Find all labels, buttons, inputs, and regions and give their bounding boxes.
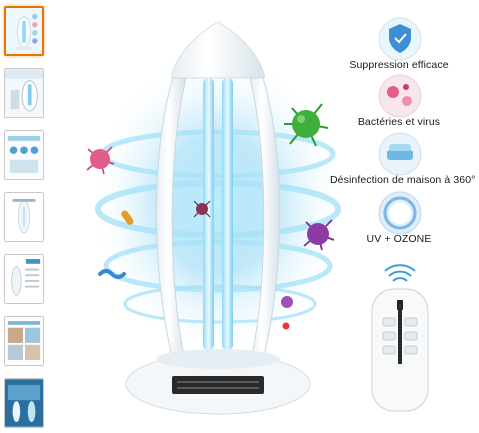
spec-thumbnail-icon xyxy=(5,255,43,303)
feature-disinfection: Désinfection de maison à 360° xyxy=(330,169,476,186)
green-virus-icon xyxy=(284,103,329,147)
feature-suppression: Suppression efficace xyxy=(340,54,458,71)
remote-control xyxy=(371,264,429,412)
features-thumbnail-icon xyxy=(5,131,43,179)
thumbnail-1[interactable] xyxy=(4,6,44,56)
small-purple-virus-icon xyxy=(281,296,293,330)
thumbnail-4[interactable] xyxy=(4,192,44,242)
thumbnail-7[interactable] xyxy=(4,378,44,428)
feature-uv-ozone: UV + OZONE xyxy=(340,228,458,245)
dark-virus-icon xyxy=(193,200,211,218)
pink-virus-icon xyxy=(86,146,115,175)
blue-bacteria-icon xyxy=(98,269,126,279)
feature-label: UV + OZONE xyxy=(366,233,432,245)
usage-thumbnail-icon xyxy=(5,379,43,427)
thumbnail-3[interactable] xyxy=(4,130,44,180)
lamp-label-plate xyxy=(172,376,264,394)
uv-glow xyxy=(88,49,348,359)
thumbnail-6[interactable] xyxy=(4,316,44,366)
lamp-thumbnail-icon xyxy=(6,8,42,54)
lamp-room-thumbnail-icon xyxy=(5,69,43,117)
main-product-image[interactable] xyxy=(60,4,475,429)
feature-icons xyxy=(378,17,422,235)
lamp-plate-fine-print xyxy=(177,381,259,389)
feature-label: Bactéries et virus xyxy=(357,116,441,128)
uv-tube-right xyxy=(222,78,233,350)
thumbnail-2[interactable] xyxy=(4,68,44,118)
feature-label: Désinfection de maison à 360° xyxy=(330,174,476,186)
feature-label: Suppression efficace xyxy=(349,59,449,71)
feature-bacteria: Bactéries et virus xyxy=(340,111,458,128)
lamp-cap xyxy=(171,21,265,79)
thumbnail-5[interactable] xyxy=(4,254,44,304)
lamp-white-thumbnail-icon xyxy=(5,193,43,241)
lamp-base-top xyxy=(156,349,280,369)
bacteria-icon xyxy=(121,210,134,225)
scenes-thumbnail-icon xyxy=(5,317,43,365)
signal-icon xyxy=(384,264,416,282)
purple-virus-icon xyxy=(303,219,335,251)
uv-tube-left xyxy=(203,78,214,350)
